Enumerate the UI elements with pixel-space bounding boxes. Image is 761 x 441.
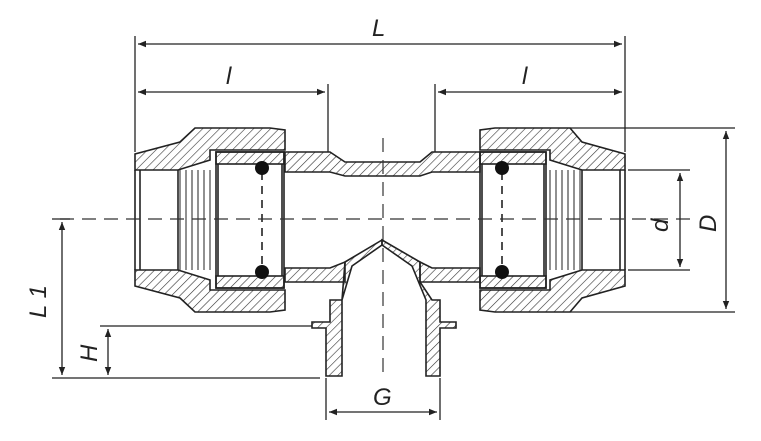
right-nut-top	[479, 127, 626, 171]
right-thread-lines	[549, 170, 581, 270]
label-l-left: l	[226, 63, 232, 90]
run-lower-wall-left	[284, 260, 346, 283]
o-rings	[255, 161, 509, 279]
o-ring-right-bottom	[495, 265, 509, 279]
left-collet	[215, 151, 285, 289]
run-lower-wall-right	[419, 260, 481, 283]
label-l-right: l	[522, 63, 528, 90]
label-H: H	[76, 344, 103, 362]
right-nut-bottom	[479, 269, 626, 313]
left-thread-lines	[179, 170, 211, 270]
dimension-lines	[52, 36, 735, 420]
label-d: d	[647, 218, 674, 232]
label-D: D	[695, 215, 722, 232]
label-G: G	[373, 384, 392, 411]
o-ring-left-bottom	[255, 265, 269, 279]
center-lines	[60, 138, 690, 378]
branch-wall-left	[311, 238, 383, 377]
branch-wall-right	[381, 238, 457, 377]
right-collet	[479, 151, 547, 289]
fitting-body	[134, 127, 626, 377]
label-L: L	[372, 15, 385, 42]
o-ring-right-top	[495, 161, 509, 175]
left-nut-bottom	[134, 269, 286, 313]
o-ring-left-top	[255, 161, 269, 175]
label-L1: L 1	[25, 285, 52, 318]
left-nut-top	[134, 127, 286, 171]
